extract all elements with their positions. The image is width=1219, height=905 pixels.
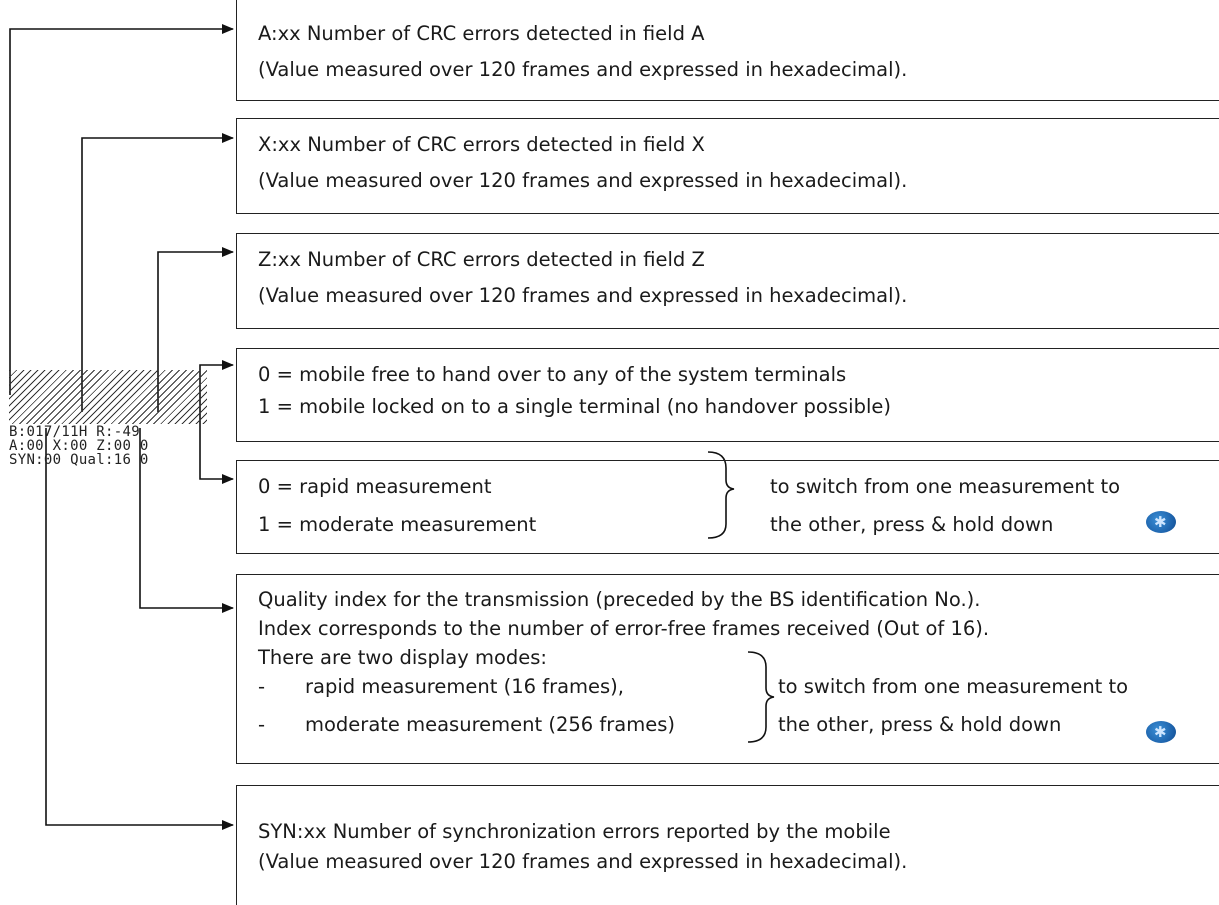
- box-quality-note-1: to switch from one measurement to: [778, 675, 1129, 698]
- box-measure-line-2: 1 = moderate measurement: [258, 513, 537, 536]
- box-field-a: [236, 0, 1219, 101]
- box-z-line-2: (Value measured over 120 frames and expr…: [258, 284, 908, 307]
- arrow-measure: [199, 425, 234, 484]
- box-field-x: [236, 118, 1219, 214]
- box-syn-line-2: (Value measured over 120 frames and expr…: [258, 850, 908, 873]
- box-syn: [236, 785, 1219, 905]
- box-measure-note-1: to switch from one measurement to: [770, 475, 1121, 498]
- box-x-line-2: (Value measured over 120 frames and expr…: [258, 169, 908, 192]
- box-field-z: [236, 233, 1219, 329]
- lcd-line-3: SYN:00 Qual:16 0: [9, 452, 149, 468]
- lcd-line-1: B:017/11H R:-49: [9, 424, 140, 440]
- box-handover-line-2: 1 = mobile locked on to a single termina…: [258, 395, 891, 418]
- box-quality-dash-2: -: [258, 713, 266, 736]
- lcd-hatched-area: [9, 370, 207, 424]
- box-handover: [236, 348, 1219, 442]
- box-measurement: [236, 460, 1219, 554]
- box-quality-line-2: Index corresponds to the number of error…: [258, 617, 990, 640]
- box-z-line-1: Z:xx Number of CRC errors detected in fi…: [258, 248, 705, 271]
- arrow-a: [9, 24, 234, 395]
- arrow-z: [157, 247, 234, 412]
- brace-measure: [707, 451, 735, 539]
- lcd-line-2: A:00 X:00 Z:00 0: [9, 438, 149, 454]
- box-measure-line-1: 0 = rapid measurement: [258, 475, 492, 498]
- brace-quality: [747, 651, 775, 743]
- box-syn-line-1: SYN:xx Number of synchronization errors …: [258, 820, 891, 843]
- box-quality-line-1: Quality index for the transmission (prec…: [258, 588, 981, 611]
- star-key-icon: ✱: [1146, 511, 1176, 533]
- arrow-x: [81, 133, 234, 412]
- box-quality-line-3: There are two display modes:: [258, 646, 547, 669]
- box-quality-dash-1: -: [258, 675, 266, 698]
- box-a-line-2: (Value measured over 120 frames and expr…: [258, 58, 908, 81]
- box-measure-note-2: the other, press & hold down: [770, 513, 1054, 536]
- star-key-icon: ✱: [1146, 721, 1176, 743]
- box-quality: [236, 574, 1219, 764]
- box-quality-mode-2: moderate measurement (256 frames): [305, 713, 675, 736]
- arrow-quality: [139, 428, 234, 613]
- box-handover-line-1: 0 = mobile free to hand over to any of t…: [258, 363, 847, 386]
- box-quality-mode-1: rapid measurement (16 frames),: [305, 675, 624, 698]
- box-x-line-1: X:xx Number of CRC errors detected in fi…: [258, 133, 705, 156]
- box-a-line-1: A:xx Number of CRC errors detected in fi…: [258, 22, 705, 45]
- arrow-syn: [45, 428, 234, 830]
- box-quality-note-2: the other, press & hold down: [778, 713, 1062, 736]
